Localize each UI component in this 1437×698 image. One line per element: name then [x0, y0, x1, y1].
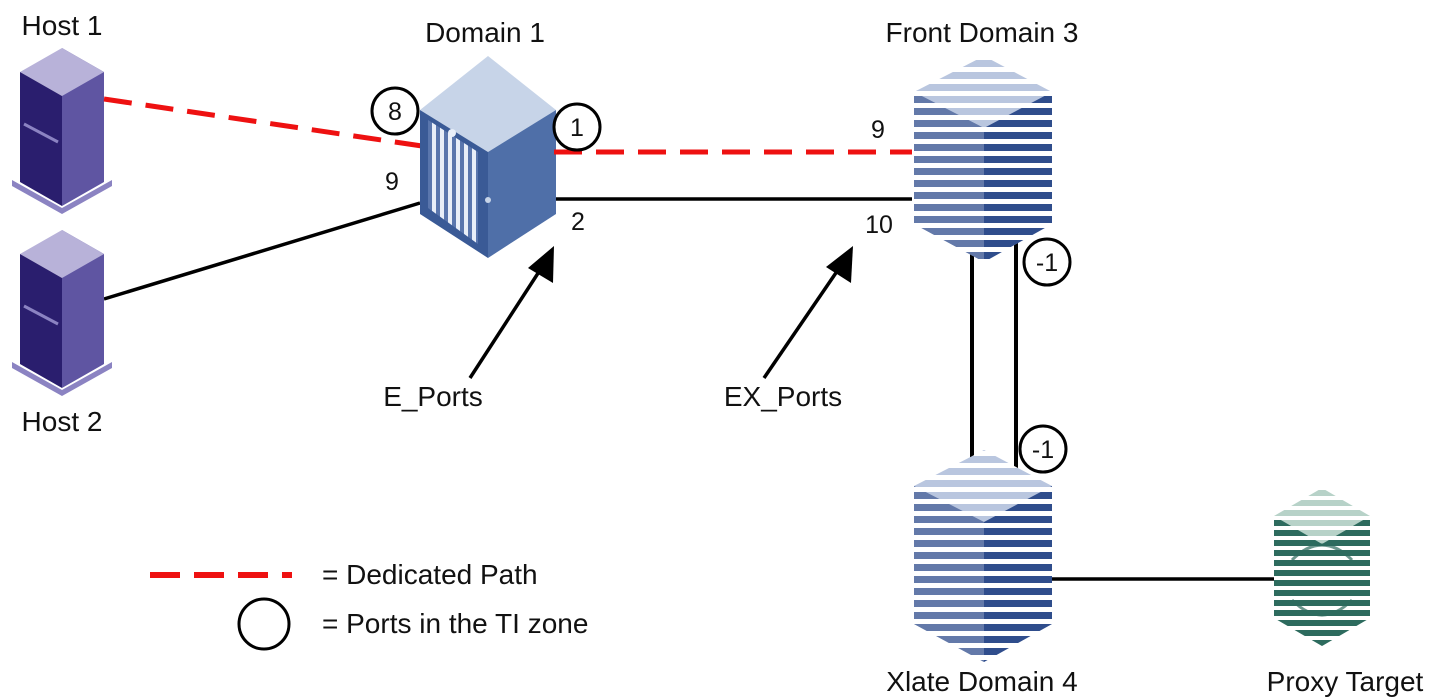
e-ports-arrowhead [528, 246, 554, 283]
host1-label: Host 1 [22, 10, 103, 41]
port-neg1-top-circle [1022, 237, 1072, 287]
e-ports-arrow [468, 263, 546, 379]
arrows [468, 246, 853, 379]
host2-server-icon[interactable] [12, 230, 112, 396]
port-label-8: 8 [388, 98, 402, 126]
ex-ports-arrow [762, 263, 844, 379]
port-label-neg1-top: -1 [1036, 249, 1058, 277]
port-label-10: 10 [865, 211, 893, 239]
domain1-label: Domain 1 [425, 17, 545, 48]
port-label-d1-9: 9 [385, 168, 399, 196]
port-labels: 8 1 9 2 9 10 -1 -1 [385, 98, 1058, 464]
front-domain3-router-icon[interactable] [914, 56, 1052, 262]
port-8-circle [370, 86, 420, 136]
front-domain3-label: Front Domain 3 [886, 17, 1079, 48]
legend-ti-zone-circle [237, 597, 291, 651]
proxy-target-label: Proxy Target [1267, 666, 1424, 697]
xlate-domain4-label: Xlate Domain 4 [886, 666, 1077, 697]
port-label-fd3-9: 9 [871, 116, 885, 144]
node-labels: Host 1 Host 2 Domain 1 Front Domain 3 Xl… [22, 10, 1424, 697]
port-label-2: 2 [571, 208, 585, 236]
dedicated-path [103, 96, 423, 149]
legend: = Dedicated Path = Ports in the TI zone [150, 559, 588, 651]
e-ports-label: E_Ports [383, 381, 483, 412]
link-host2-domain1 [103, 201, 421, 301]
legend-ti-zone-label: = Ports in the TI zone [322, 608, 588, 639]
ex-ports-label: EX_Ports [724, 381, 842, 412]
legend-dedicated-path-label: = Dedicated Path [322, 559, 538, 590]
annotations: E_Ports EX_Ports [383, 381, 842, 412]
dedicated-path-host1-domain1 [103, 96, 423, 149]
host2-label: Host 2 [22, 406, 103, 437]
port-label-1: 1 [570, 114, 584, 142]
xlate-domain4-router-icon[interactable] [914, 450, 1052, 662]
ex-ports-arrowhead [826, 246, 853, 283]
port-label-neg1-bottom: -1 [1032, 436, 1054, 464]
port-1-circle [552, 102, 602, 152]
port-neg1-bottom-circle [1018, 424, 1068, 474]
links [103, 197, 1274, 581]
ti-zone-port-circles [370, 86, 1072, 474]
host1-server-icon[interactable] [12, 48, 112, 214]
proxy-target-router-icon[interactable] [1274, 488, 1370, 646]
domain1-switch-icon[interactable] [420, 56, 556, 258]
